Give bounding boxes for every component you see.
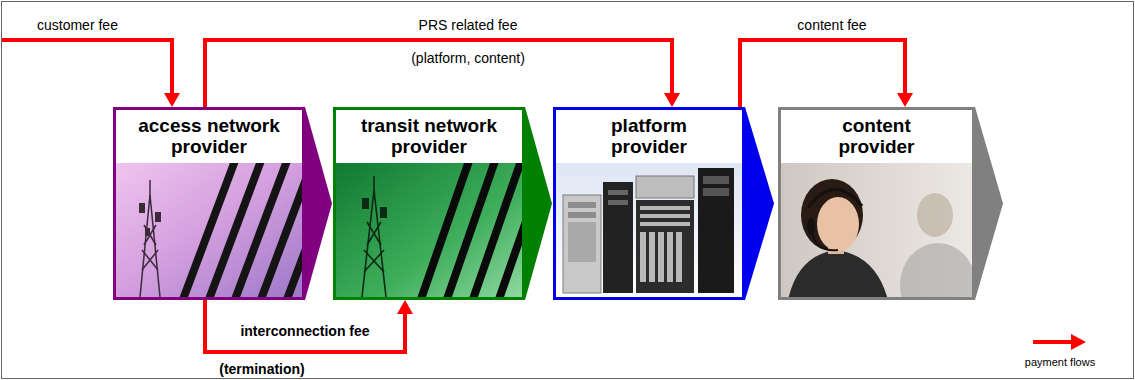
fee-note: (termination) [217, 361, 307, 377]
fee-label: interconnection fee [238, 323, 371, 339]
chevron-tip [525, 107, 552, 300]
provider-box: platform provider [553, 107, 745, 300]
legend-sample [1033, 340, 1073, 344]
provider-box: transit network provider [333, 107, 525, 300]
provider-name: platform provider [589, 116, 709, 158]
payment-arrow [205, 40, 680, 107]
provider-name: transit network provider [342, 116, 517, 158]
payment-line [205, 300, 405, 352]
tower-photo [116, 163, 302, 297]
payment-arrow [205, 300, 413, 352]
payment-line [205, 40, 672, 107]
legend-text: payment flows [1023, 356, 1097, 369]
arrow-head [664, 93, 680, 107]
legend-sample-head [1071, 334, 1086, 350]
arrow-head [397, 300, 413, 314]
provider-name: content provider [817, 116, 937, 158]
payment-arrow [2, 40, 172, 94]
chevron-tip [745, 107, 774, 300]
agent-photo [781, 163, 972, 297]
tower-photo [336, 163, 522, 297]
chevron-tip [305, 107, 332, 300]
fee-label: content fee [795, 17, 868, 33]
server-photo [556, 163, 742, 297]
payment-arrow [740, 40, 913, 107]
provider-name: access network provider [122, 116, 297, 158]
chevron-tip [975, 107, 1003, 300]
fee-label: customer fee [35, 17, 120, 33]
arrow-head [164, 93, 180, 107]
provider-box: content provider [778, 107, 975, 300]
fee-note: (platform, content) [409, 50, 527, 66]
arrow-head [897, 93, 913, 107]
fee-label: PRS related fee [417, 17, 520, 33]
payment-line [740, 40, 905, 107]
provider-box: access network provider [113, 107, 305, 300]
